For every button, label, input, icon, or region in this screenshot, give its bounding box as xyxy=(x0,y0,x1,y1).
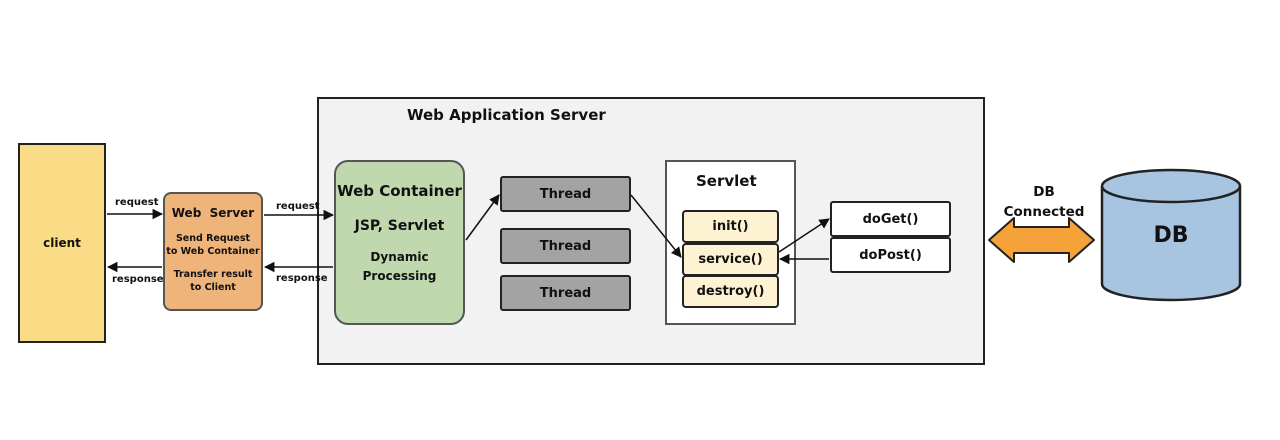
ws-request-label: request xyxy=(276,201,320,212)
web-container-box: Web Container JSP, Servlet Dynamic Proce… xyxy=(334,160,465,325)
dopost-box: doPost() xyxy=(830,237,951,273)
thread-to-service-arrow xyxy=(630,194,682,258)
service-method-box: service() xyxy=(682,243,779,276)
ws-response-label: response xyxy=(276,273,328,284)
service-to-doget-arrow xyxy=(778,218,830,253)
web-server-desc-line: Send Request xyxy=(175,233,251,244)
container-to-thread-arrow xyxy=(465,194,500,241)
servlet-title: Servlet xyxy=(696,172,757,190)
client-request-label: request xyxy=(115,197,159,208)
db-connected-line: Connected xyxy=(1003,204,1085,220)
client-label: client xyxy=(43,236,81,250)
web-server-title: Web Server xyxy=(171,206,255,220)
web-server-desc-line: to Web Container xyxy=(166,246,260,257)
destroy-method-box: destroy() xyxy=(682,275,779,308)
web-container-subtitle: JSP, Servlet xyxy=(354,218,445,234)
db-label: DB xyxy=(1153,223,1189,248)
thread-box: Thread xyxy=(500,275,631,311)
web-application-server-title: Web Application Server xyxy=(407,106,606,124)
db-cylinder-icon xyxy=(1100,168,1242,302)
web-container-desc-line: Processing xyxy=(362,269,437,283)
db-connection-double-arrow xyxy=(988,217,1095,263)
web-server-desc-line: to Client xyxy=(190,282,236,293)
client-box: client xyxy=(18,143,106,343)
doget-box: doGet() xyxy=(830,201,951,237)
db-connected-label: DB Connected xyxy=(995,182,1093,222)
thread-box: Thread xyxy=(500,176,631,212)
web-server-desc-line: Transfer result xyxy=(173,269,253,280)
init-method-box: init() xyxy=(682,210,779,243)
db-connected-line: DB xyxy=(1033,184,1055,200)
thread-box: Thread xyxy=(500,228,631,264)
web-server-box: Web Server Send Request to Web Container… xyxy=(163,192,263,311)
client-response-label: response xyxy=(112,274,164,285)
web-container-title: Web Container xyxy=(337,182,462,200)
web-container-desc-line: Dynamic xyxy=(370,250,429,264)
